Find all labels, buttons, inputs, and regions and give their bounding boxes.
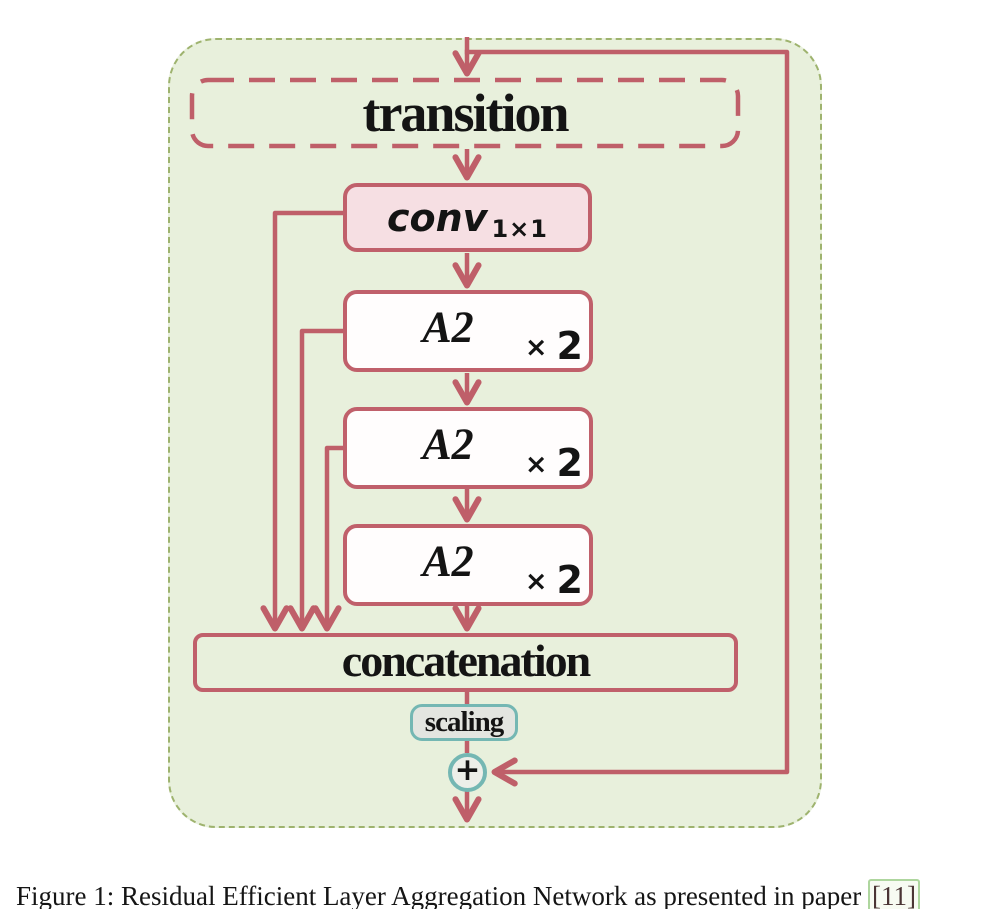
- skip-wire-a2-1: [302, 328, 346, 627]
- a2-block-2: A2 ×2: [343, 407, 593, 489]
- repeat-count: 2: [556, 558, 583, 602]
- a2-multiplier: ×2: [525, 327, 583, 365]
- times-symbol: ×: [524, 566, 548, 597]
- a2-label: A2: [422, 536, 474, 586]
- scaling-block: scaling: [410, 704, 518, 741]
- a2-block-3: A2 ×2: [343, 524, 593, 606]
- concatenation-label: concatenation: [341, 634, 591, 686]
- concatenation-block: concatenation: [193, 633, 738, 692]
- repeat-count: 2: [556, 441, 583, 485]
- residual-wire: [464, 49, 790, 772]
- scaling-label: scaling: [424, 706, 504, 738]
- conv-kernel-subscript: 1×1: [491, 214, 548, 243]
- a2-multiplier: ×2: [525, 444, 583, 482]
- conv-1x1-block: conv 1×1: [343, 183, 592, 252]
- a2-multiplier: ×2: [525, 561, 583, 599]
- plus-icon: +: [454, 752, 481, 788]
- figure-caption: Figure 1: Residual Efficient Layer Aggre…: [16, 879, 991, 909]
- caption-text: Figure 1: Residual Efficient Layer Aggre…: [16, 881, 862, 909]
- conv-label: conv: [387, 195, 488, 240]
- skip-wire-conv: [275, 210, 346, 627]
- transition-dashed-border: [189, 77, 741, 149]
- times-symbol: ×: [524, 332, 548, 363]
- a2-label: A2: [422, 419, 474, 469]
- citation-link[interactable]: [11]: [868, 879, 920, 909]
- a2-label: A2: [422, 302, 474, 352]
- a2-block-1: A2 ×2: [343, 290, 593, 372]
- transition-label: transition: [362, 83, 569, 143]
- sum-node: +: [448, 753, 487, 792]
- transition-block: transition: [192, 80, 738, 146]
- repeat-count: 2: [556, 324, 583, 368]
- times-symbol: ×: [524, 449, 548, 480]
- skip-wire-a2-2: [327, 445, 346, 627]
